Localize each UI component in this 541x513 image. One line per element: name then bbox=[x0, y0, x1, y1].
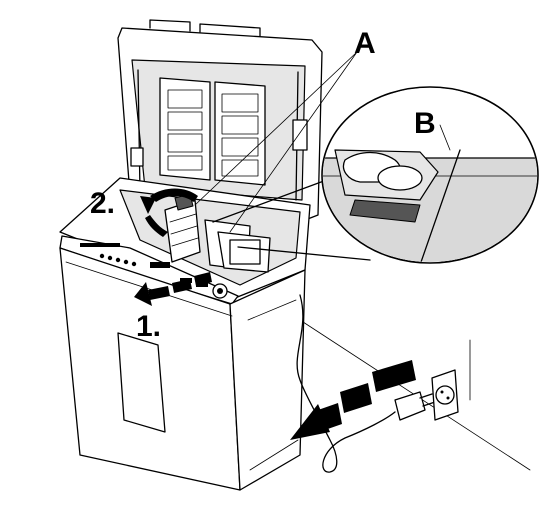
open-lid bbox=[117, 19, 323, 223]
magnifier-detail bbox=[212, 86, 539, 264]
label-step-1: 1. bbox=[136, 310, 161, 343]
shredder-body bbox=[59, 247, 306, 491]
step-1-arrow bbox=[134, 272, 212, 306]
leader-lines-a bbox=[194, 51, 358, 233]
step-2-arrow bbox=[140, 188, 198, 237]
cartridge-part bbox=[164, 193, 201, 263]
label-b: B bbox=[414, 107, 436, 140]
unplug-arrow bbox=[290, 360, 416, 440]
power-cord bbox=[296, 294, 436, 473]
label-step-2: 2. bbox=[90, 187, 115, 220]
lid-grid-cells bbox=[167, 89, 259, 177]
wall-socket bbox=[431, 369, 459, 421]
label-a: A bbox=[354, 27, 376, 60]
